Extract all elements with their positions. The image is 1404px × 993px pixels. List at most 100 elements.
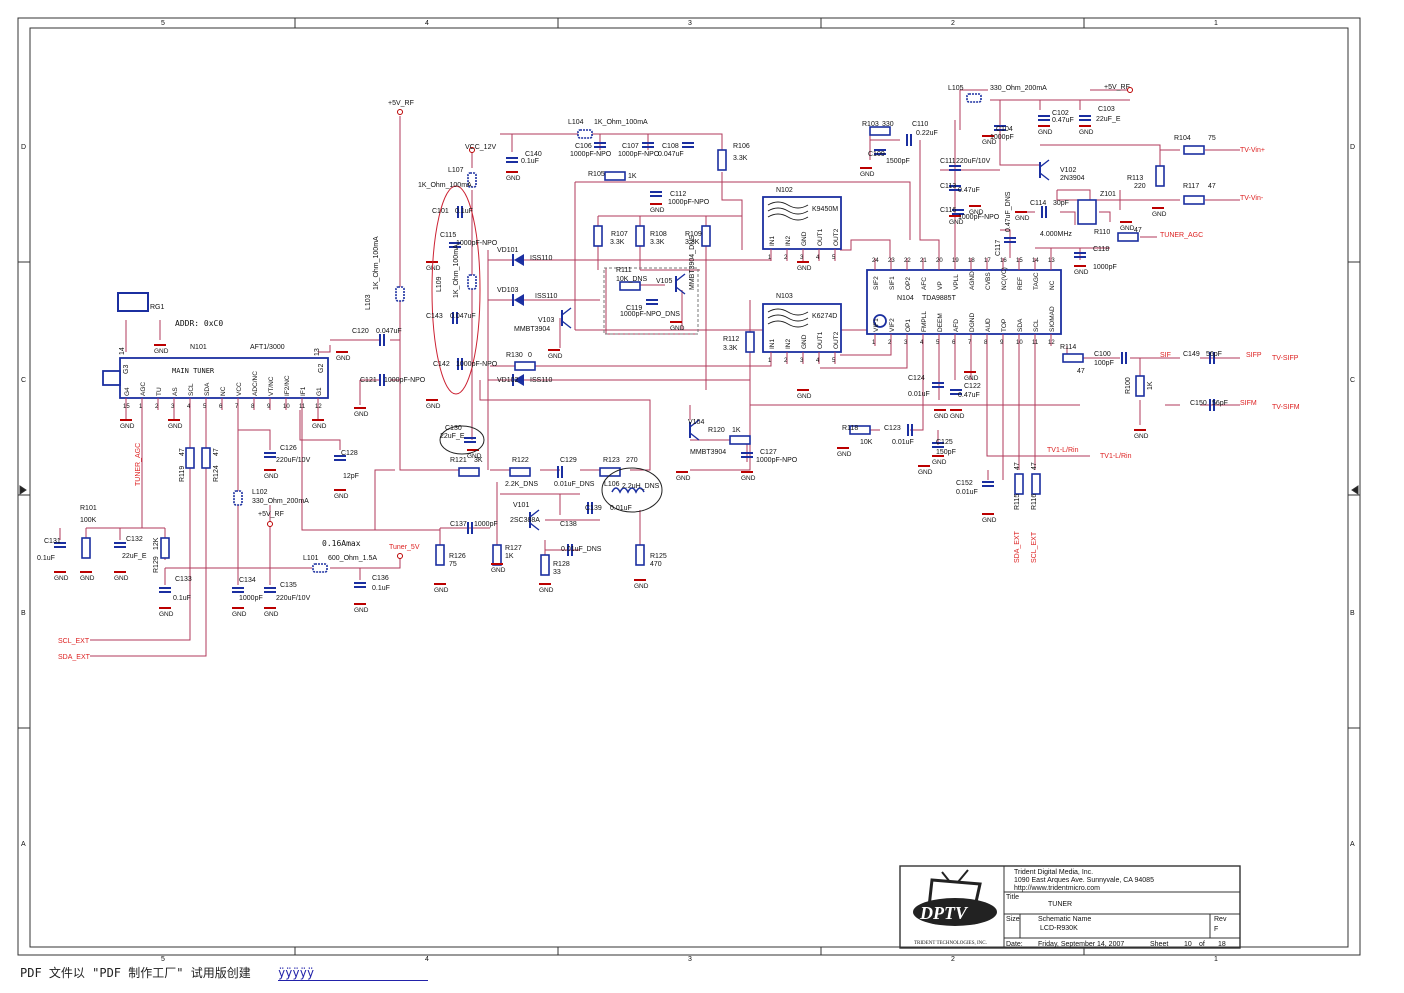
capacitor-c131 <box>54 542 66 548</box>
label-r118v: 10K <box>860 439 873 446</box>
tda-bottom-pin-10-num: 10 <box>1016 340 1023 346</box>
tda-top-pin-24-num: 24 <box>872 258 879 264</box>
tda-top-pin-23-name: SIF1 <box>889 276 896 290</box>
saw-n102-ref: N102 <box>776 187 793 194</box>
tda-top-pin-23-num: 23 <box>888 258 895 264</box>
label-l101v: 600_Ohm_1.5A <box>328 555 377 562</box>
resistor-r119 <box>185 447 195 469</box>
label-z101v: 4.000MHz <box>1040 231 1072 238</box>
tuner-pin-3-num: 3 <box>171 404 175 410</box>
label-v104v: MMBT3904 <box>690 449 726 456</box>
ground-label-0: GND <box>506 175 521 182</box>
wire-74 <box>1000 229 1011 258</box>
ground-label-41: GND <box>491 567 506 574</box>
tda-bottom-pin-8-name: AUD <box>985 318 992 332</box>
label-r100v: 1K <box>1147 381 1154 390</box>
label-r126v: 75 <box>449 561 457 568</box>
label-r123: R123 <box>603 457 620 464</box>
label-c131v: 0.1uF <box>37 555 55 562</box>
label-c142v: 1000pF-NPO <box>456 361 498 368</box>
tda-top-pin-22-name: OP2 <box>905 277 912 290</box>
wire-116 <box>238 429 271 450</box>
label-c119v: 1000pF-NPO_DNS <box>620 311 680 318</box>
label-v101: V101 <box>513 502 529 509</box>
tuner-pin13: 13 <box>314 348 321 356</box>
label-c100v: 100pF <box>1094 360 1114 367</box>
label-c139v: 0.01uF <box>610 505 632 512</box>
label-c138v: 0.01uF_DNS <box>561 546 602 553</box>
resistor-r100 <box>1135 375 1145 397</box>
saw1-pin-3-num: 3 <box>800 255 804 261</box>
resistor-r130 <box>514 361 536 371</box>
net-sifp: SIFP <box>1246 352 1262 359</box>
saw-n102-body <box>762 196 842 250</box>
saw2-pin-5-name: OUT2 <box>833 331 840 349</box>
label-c118v: 1000pF <box>1093 264 1117 271</box>
label-v102v: 2N3904 <box>1060 175 1085 182</box>
label-r117v: 47 <box>1208 183 1216 190</box>
label-r115: R115 <box>1014 494 1021 510</box>
label-c120: C120 <box>352 328 369 335</box>
capacitor-c143 <box>452 312 458 324</box>
label-c115v: 1000pF-NPO <box>456 240 498 247</box>
tuner-pin-10-name: IF2/NC <box>284 375 291 396</box>
label-c108v: 0.047uF <box>658 151 684 158</box>
label-r128: R128 <box>553 561 570 568</box>
ground-label-44: GND <box>334 493 349 500</box>
tda-bottom-pin-8-num: 8 <box>984 340 988 346</box>
capacitor-c126 <box>264 452 276 458</box>
ground-label-26: GND <box>950 413 965 420</box>
tuner-pin-2-name: TU <box>156 387 163 396</box>
date-value: Friday, September 14, 2007 <box>1038 941 1124 948</box>
inner-frame <box>29 27 1349 948</box>
power-node-3 <box>267 521 273 527</box>
label-c132: C132 <box>126 536 143 543</box>
label-c119: C119 <box>626 305 642 312</box>
label-l109v: 1K_Ohm_100mA <box>453 244 460 298</box>
grid-arrow-left <box>19 485 27 495</box>
tda-top-pin-21-num: 21 <box>920 258 927 264</box>
label-c122: C122 <box>964 383 981 390</box>
tda-top-pin-17-num: 17 <box>984 258 991 264</box>
grid-col-top-4: 4 <box>425 20 429 27</box>
label-r128v: 33 <box>553 569 561 576</box>
ground-label-18: GND <box>1038 129 1053 136</box>
tuner-g2: G2 <box>318 364 325 373</box>
ground-label-22: GND <box>1120 225 1135 232</box>
net-tv1-lr-2: TV1-L/Rin <box>1100 453 1132 460</box>
grid-lines <box>18 18 1360 955</box>
capacitor-c150 <box>1209 399 1215 411</box>
label-r100: R100 <box>1125 377 1132 394</box>
highlight-ellipse-l106 <box>601 467 663 513</box>
label-r103v: 330 <box>882 121 894 128</box>
capacitor-c103 <box>1079 115 1091 121</box>
tda-bottom-pin-12-num: 12 <box>1048 340 1055 346</box>
capacitor-c108 <box>682 142 694 148</box>
bead-l109 <box>467 274 477 290</box>
label-r106v: 3.3K <box>733 155 748 162</box>
tda-top-pin-22-num: 22 <box>904 258 911 264</box>
tda-top-pin-15-num: 15 <box>1016 258 1023 264</box>
saw-n102-symbol <box>767 201 809 221</box>
title-block-frame <box>899 865 1241 949</box>
saw2-pin-4-num: 4 <box>816 358 820 364</box>
grid-row-right-A: A <box>1350 841 1355 848</box>
ground-label-6: GND <box>354 411 369 418</box>
label-c123: C123 <box>884 425 901 432</box>
ground-label-5: GND <box>336 355 351 362</box>
label-r114v: 47 <box>1077 368 1085 375</box>
footer-link[interactable]: ÿÿÿÿÿ <box>277 966 428 981</box>
capacitor-c101 <box>457 206 463 218</box>
logo-subtext: TRIDENT TECHNOLOGIES, INC. <box>914 941 987 946</box>
capacitor-c139 <box>587 502 593 514</box>
wire-30 <box>840 239 891 258</box>
ground-label-36: GND <box>159 611 174 618</box>
power-node-4 <box>397 553 403 559</box>
saw-n102-part: K9450M <box>812 206 838 213</box>
label-c120v: 0.047uF <box>376 328 402 335</box>
grid-col-bottom-3: 3 <box>688 956 692 963</box>
title-label: Title <box>1006 894 1019 901</box>
